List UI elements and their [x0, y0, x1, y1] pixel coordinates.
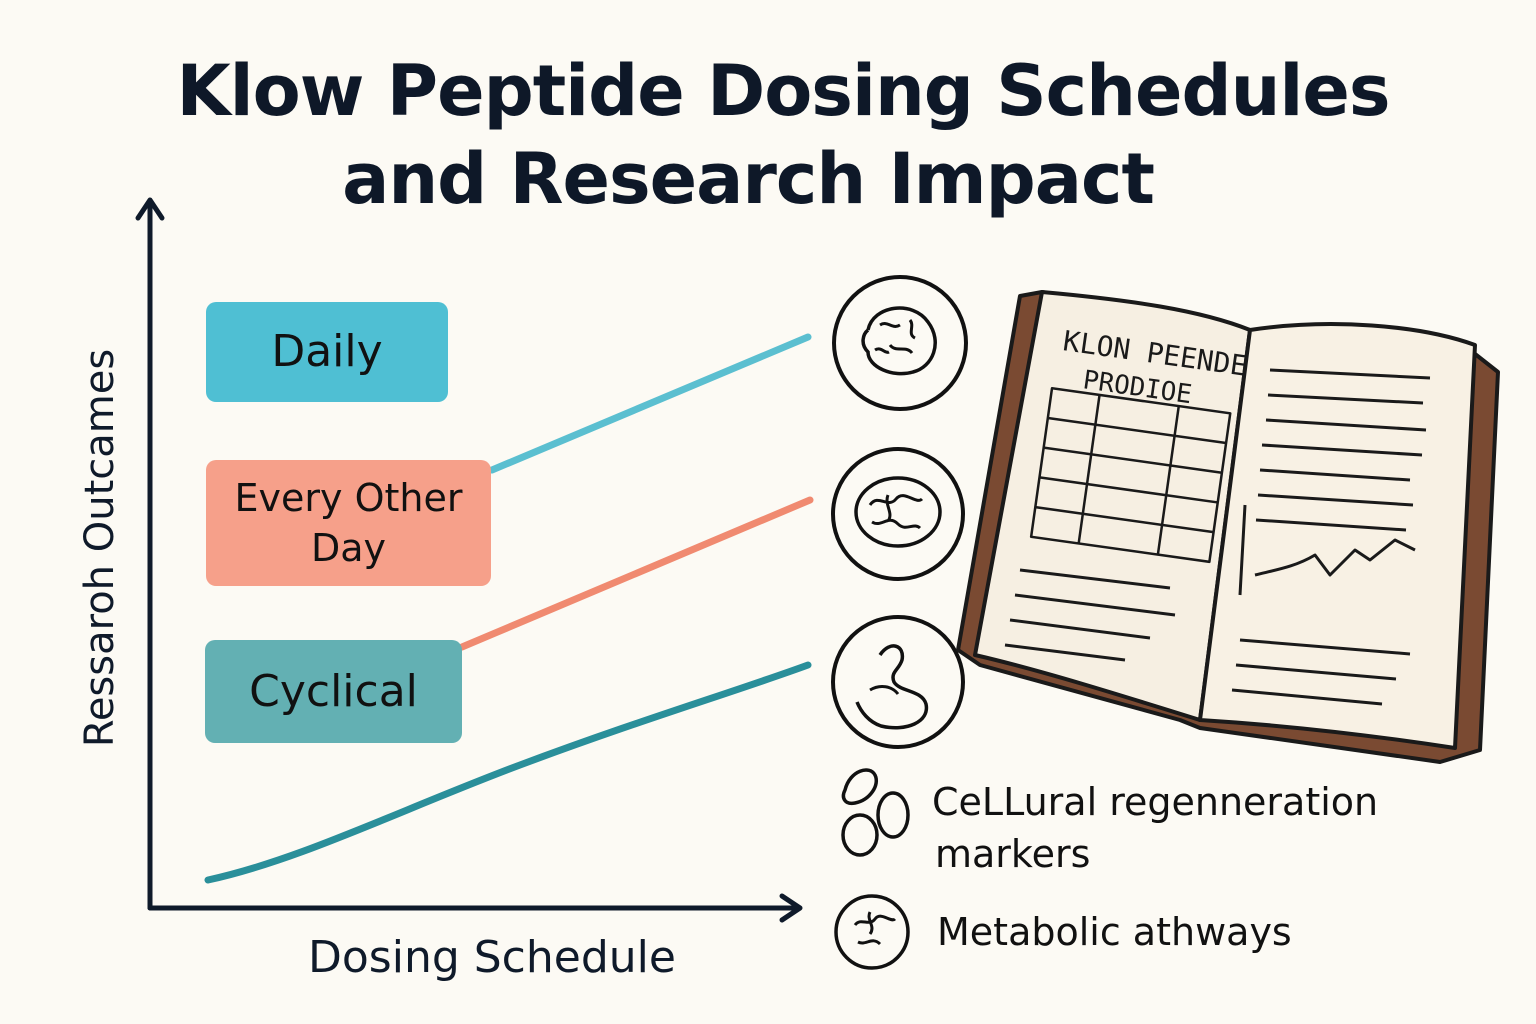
schedule-cyclical: Cyclical	[205, 640, 462, 743]
x-axis-label: Dosing Schedule	[308, 932, 676, 983]
axes	[135, 197, 803, 923]
brain-cell-icon	[832, 275, 968, 411]
legend-cellular-line2: markers	[935, 832, 1091, 876]
title-line-2: and Research Impact	[342, 138, 1155, 220]
schedule-daily-label: Daily	[271, 326, 383, 377]
research-notebook-illustration: KLON PEENDE PRODIOE	[956, 290, 1500, 764]
y-axis-arrow-icon	[135, 197, 165, 221]
cyclical-line	[204, 661, 812, 884]
schedule-every-other-day: Every Other Day	[206, 460, 491, 586]
schedule-cyclical-label: Cyclical	[249, 665, 418, 717]
y-axis-label: Ressaroh Outcames	[77, 348, 123, 748]
schedule-every-other-day-label: Every Other Day	[234, 476, 463, 570]
notebook-table	[1029, 387, 1232, 564]
cells-icon	[841, 768, 910, 857]
schedule-daily: Daily	[206, 302, 448, 402]
muscle-icon	[831, 615, 965, 749]
legend-metabolic: Metabolic athways	[937, 910, 1292, 954]
title-line-1: Klow Peptide Dosing Schedules	[176, 50, 1390, 132]
metabolic-cell-icon	[831, 447, 965, 581]
x-axis-arrow-icon	[779, 893, 803, 923]
every-other-day-line	[458, 496, 814, 651]
daily-line	[488, 333, 812, 474]
legend-cellular-line1: CeLLural regenneration	[932, 780, 1379, 824]
metabolic-icon	[834, 894, 910, 970]
notebook-text-lines	[1004, 368, 1431, 706]
